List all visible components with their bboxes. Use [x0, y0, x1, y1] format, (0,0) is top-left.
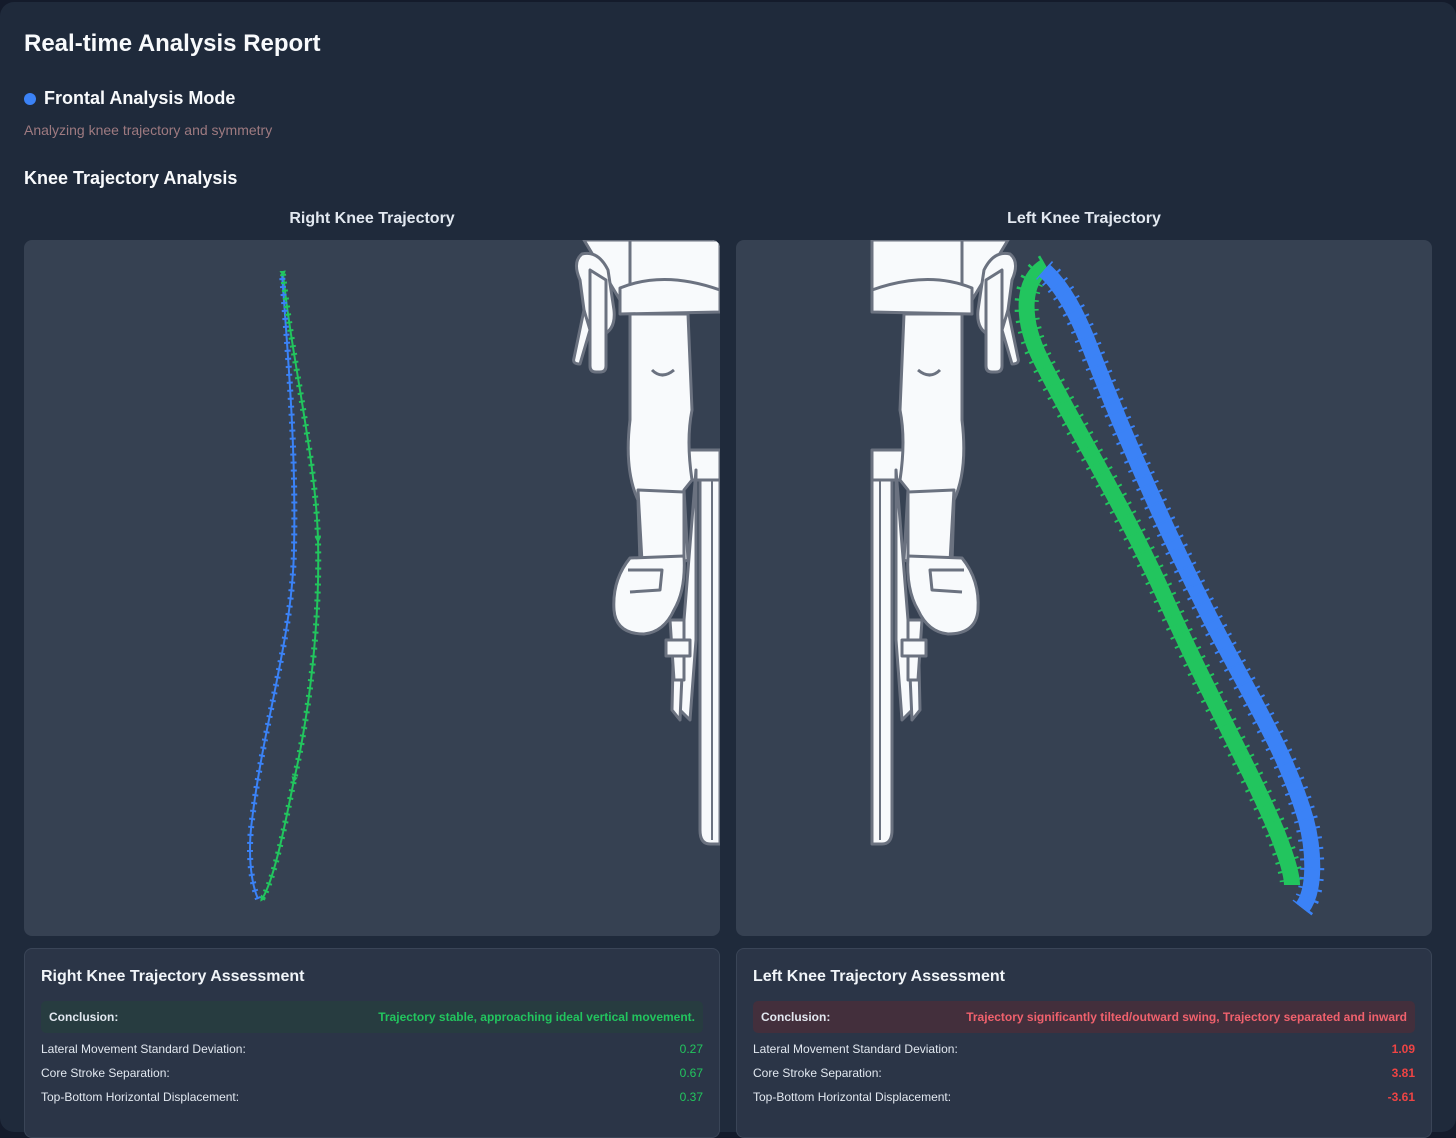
metric-value: -3.61	[1387, 1090, 1415, 1104]
metric-value: 0.67	[679, 1066, 703, 1080]
metric-label: Lateral Movement Standard Deviation:	[753, 1042, 958, 1056]
upstroke-trajectory	[1038, 264, 1321, 913]
left-knee-assessment-card: Left Knee Trajectory Assessment Conclusi…	[736, 948, 1432, 1138]
right-knee-plot	[247, 240, 720, 902]
conclusion-label: Conclusion:	[761, 1010, 831, 1024]
downstroke-trajectory	[260, 270, 322, 902]
cyclist-illustration-icon	[572, 240, 720, 846]
metric-value: 0.37	[679, 1090, 703, 1104]
cyclist-illustration-mirrored-icon	[870, 240, 1020, 846]
upstroke-trajectory	[249, 273, 296, 900]
conclusion-label: Conclusion:	[49, 1010, 119, 1024]
metric-label: Core Stroke Separation:	[753, 1066, 882, 1080]
metric-label: Top-Bottom Horizontal Displacement:	[753, 1090, 952, 1104]
metric-value: 0.27	[679, 1042, 703, 1056]
metric-label: Top-Bottom Horizontal Displacement:	[41, 1090, 240, 1104]
metric-row: Lateral Movement Standard Deviation: 0.2…	[41, 1042, 703, 1056]
assessment-title: Left Knee Trajectory Assessment	[753, 968, 1005, 985]
metric-row: Lateral Movement Standard Deviation: 1.0…	[753, 1042, 1415, 1056]
mode-subtitle: Analyzing knee trajectory and symmetry	[24, 122, 273, 138]
analysis-mode: Frontal Analysis Mode	[24, 88, 235, 109]
metric-value: 1.09	[1391, 1042, 1415, 1056]
left-knee-panel-title: Left Knee Trajectory	[1007, 210, 1161, 227]
metric-label: Core Stroke Separation:	[41, 1066, 170, 1080]
metric-label: Lateral Movement Standard Deviation:	[41, 1042, 246, 1056]
right-knee-assessment-card: Right Knee Trajectory Assessment Conclus…	[24, 948, 720, 1138]
metric-value: 3.81	[1391, 1066, 1415, 1080]
mode-indicator-icon	[24, 92, 36, 105]
conclusion-text: Trajectory significantly tilted/outward …	[966, 1010, 1407, 1024]
metric-row: Top-Bottom Horizontal Displacement: -3.6…	[753, 1090, 1415, 1104]
right-knee-trajectory-panel	[24, 240, 720, 936]
metric-row: Top-Bottom Horizontal Displacement: 0.37	[41, 1090, 703, 1104]
page-title: Real-time Analysis Report	[24, 30, 321, 57]
mode-label: Frontal Analysis Mode	[44, 88, 236, 108]
section-title: Knee Trajectory Analysis	[24, 168, 238, 188]
conclusion-box: Conclusion: Trajectory stable, approachi…	[41, 1001, 703, 1033]
conclusion-box: Conclusion: Trajectory significantly til…	[753, 1001, 1415, 1033]
left-knee-trajectory-panel	[736, 240, 1432, 936]
right-knee-panel-title: Right Knee Trajectory	[289, 210, 455, 227]
left-knee-plot	[870, 240, 1325, 916]
metric-row: Core Stroke Separation: 0.67	[41, 1066, 703, 1080]
assessment-title: Right Knee Trajectory Assessment	[41, 968, 305, 985]
downstroke-trajectory	[1018, 259, 1300, 886]
downstroke-markers-icon	[259, 273, 322, 901]
conclusion-text: Trajectory stable, approaching ideal ver…	[378, 1010, 695, 1024]
metric-row: Core Stroke Separation: 3.81	[753, 1066, 1415, 1080]
